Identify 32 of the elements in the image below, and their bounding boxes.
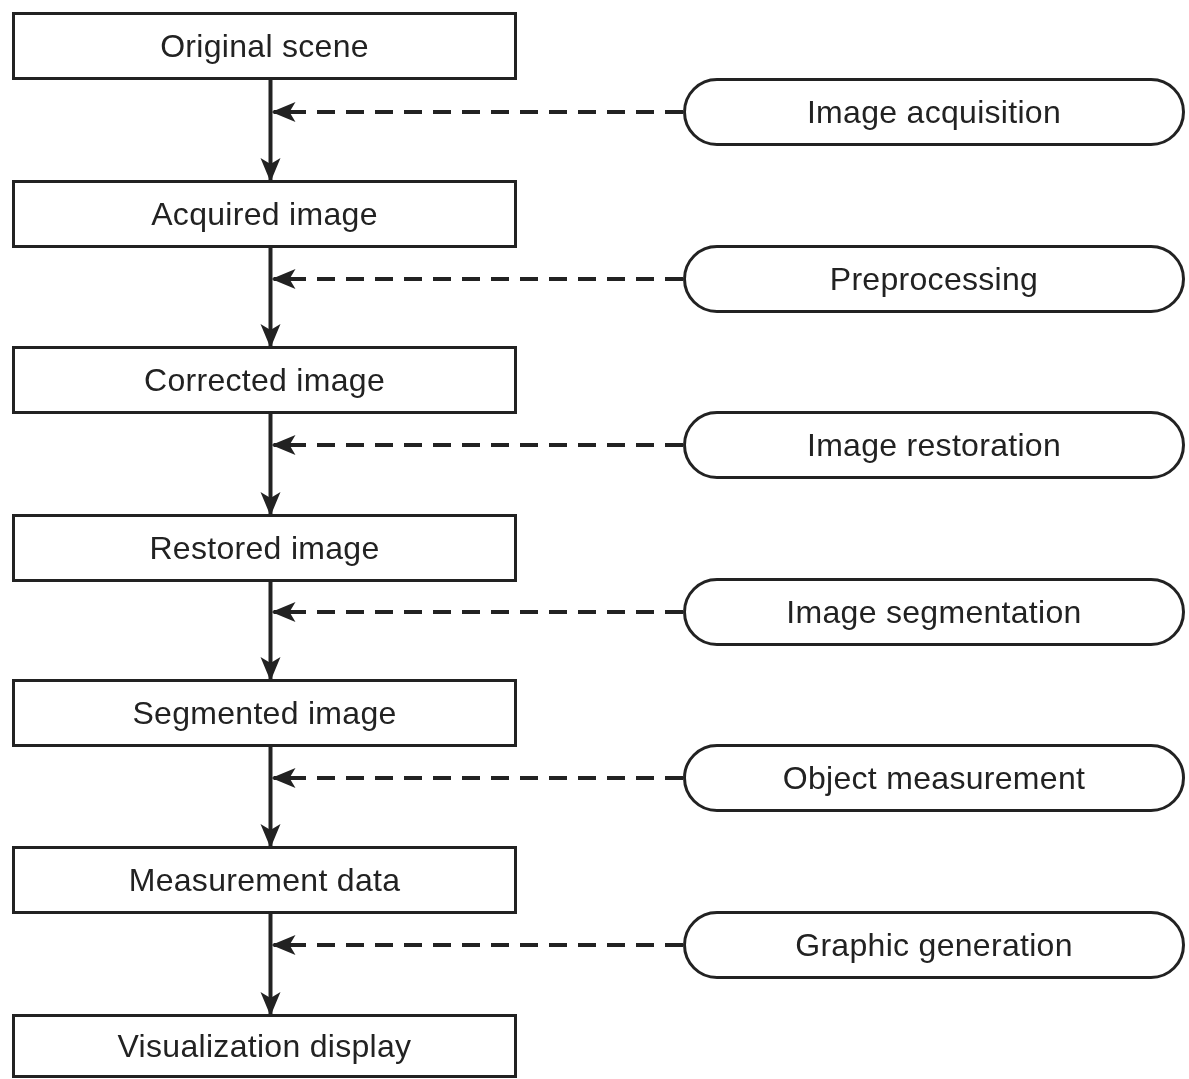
dashed-arrow: [271, 602, 683, 622]
node-label: Graphic generation: [795, 926, 1073, 964]
node-label: Image acquisition: [806, 93, 1062, 131]
stage-box: [12, 12, 517, 80]
dashed-arrow: [271, 269, 683, 289]
dashed-arrow: [271, 935, 683, 955]
node-label: Original scene: [160, 27, 369, 65]
node-label: Image segmentation: [786, 593, 1082, 631]
stage-box: [12, 180, 517, 248]
stage-box: [12, 846, 517, 914]
node-label: Corrected image: [143, 361, 385, 399]
dashed-arrow: [271, 435, 683, 455]
arrow: [260, 80, 281, 182]
node-label: Segmented image: [132, 694, 397, 732]
node-label: Preprocessing: [829, 260, 1039, 298]
arrow: [260, 747, 281, 848]
node-label: Measurement data: [128, 861, 401, 899]
stage-box: [12, 1014, 517, 1078]
stage-box: [12, 514, 517, 582]
arrow: [260, 582, 281, 681]
node-label: Visualization display: [117, 1027, 412, 1065]
stage-box: [12, 679, 517, 747]
node-label: Acquired image: [151, 195, 378, 233]
arrow: [260, 914, 281, 1016]
stage-box: [12, 346, 517, 414]
dashed-arrow: [271, 102, 683, 122]
node-label: Image restoration: [806, 426, 1062, 464]
arrow: [260, 248, 281, 348]
node-label: Object measurement: [782, 759, 1086, 797]
node-label: Restored image: [149, 529, 380, 567]
dashed-arrow: [271, 768, 683, 788]
arrow: [260, 414, 281, 516]
